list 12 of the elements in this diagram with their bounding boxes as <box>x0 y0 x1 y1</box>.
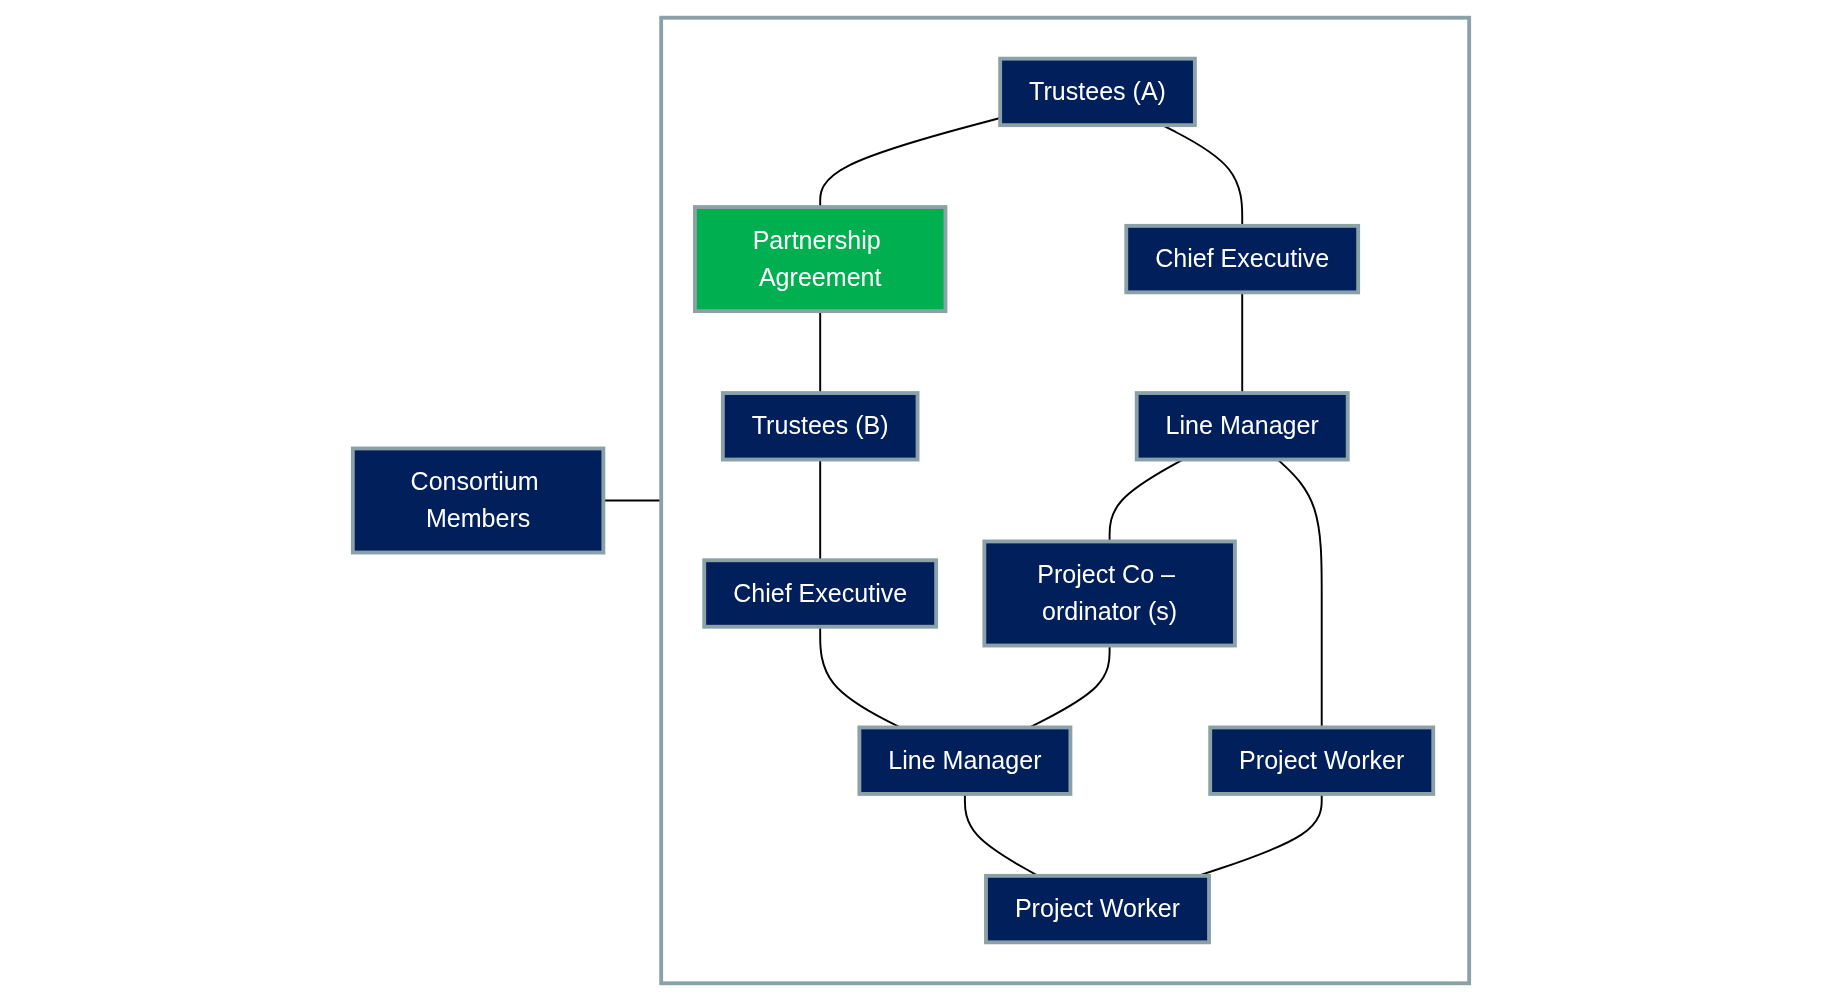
node-box: Project Worker <box>1208 725 1436 796</box>
node-box: Chief Executive <box>702 558 939 629</box>
node-box: Line Manager <box>1134 391 1350 462</box>
node-box: Trustees (A) <box>998 56 1197 128</box>
node-box: Consortium Members <box>350 446 606 555</box>
node-box: Partnership Agreement <box>693 205 948 314</box>
node-box: Chief Executive <box>1124 223 1361 295</box>
node-box: Project Worker <box>984 873 1211 945</box>
node-box: Project Co – ordinator (s) <box>982 539 1237 648</box>
node-box: Line Manager <box>857 725 1073 796</box>
cluster <box>659 15 1472 986</box>
node-box: Trustees (B) <box>720 391 920 462</box>
